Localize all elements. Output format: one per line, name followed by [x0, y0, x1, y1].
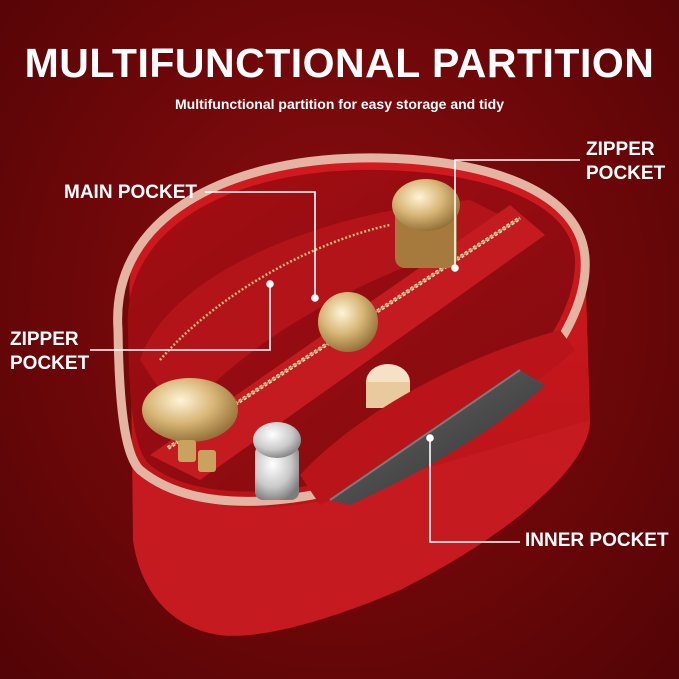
- line-inner-pocket: [429, 440, 520, 543]
- page-title: MULTIFUNCTIONAL PARTITION: [24, 40, 655, 86]
- organizer-rim: [113, 153, 590, 506]
- callout-lines: [90, 159, 580, 543]
- callout-zipper-right-line1: ZIPPER: [586, 139, 655, 160]
- callout-inner-pocket-label: INNER POCKET: [525, 530, 669, 551]
- line-zipper-right: [454, 159, 580, 266]
- inner-pocket: [300, 330, 575, 505]
- callout-main-pocket-label: MAIN POCKET: [64, 182, 197, 203]
- callout-zipper-left-line2: POCKET: [10, 353, 90, 374]
- zipper-pocket-left: [159, 223, 391, 361]
- cosmetic-items: [142, 179, 460, 500]
- callout-zipper-right-line2: POCKET: [586, 163, 666, 184]
- page-subtitle: Multifunctional partition for easy stora…: [174, 96, 505, 112]
- line-main-pocket: [205, 191, 316, 296]
- callout-zipper-left-line1: ZIPPER: [10, 329, 79, 350]
- line-zipper-left: [90, 286, 271, 351]
- callout-main-pocket: MAIN POCKET: [64, 181, 197, 205]
- callout-zipper-pocket-right: ZIPPER POCKET: [586, 138, 665, 186]
- callout-inner-pocket: INNER POCKET: [525, 529, 669, 553]
- callout-zipper-pocket-left: ZIPPER POCKET: [10, 328, 89, 376]
